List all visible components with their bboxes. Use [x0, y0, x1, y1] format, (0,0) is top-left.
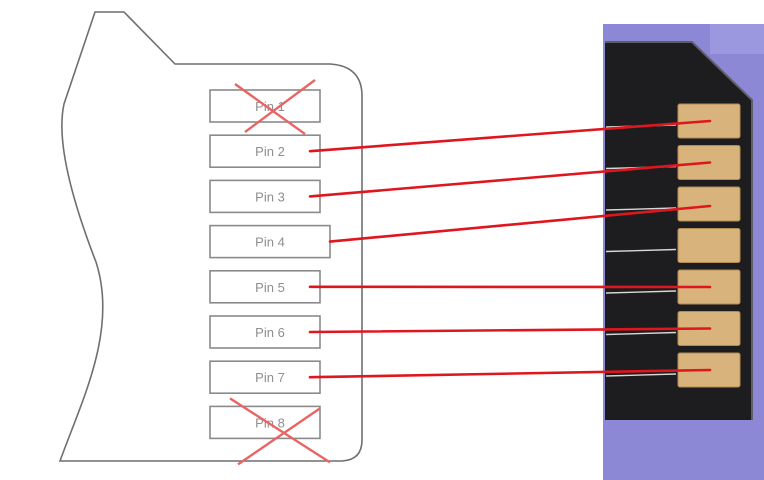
pin-2-box: Pin 2 [209, 134, 321, 168]
card-bevel [605, 41, 753, 420]
card-contact [677, 186, 741, 222]
pin-8-box: Pin 8 [209, 405, 321, 440]
cross-stroke [237, 407, 321, 466]
card-groove [605, 207, 677, 211]
wire-pin-7 [308, 368, 712, 379]
card-groove [605, 373, 677, 377]
card-groove [605, 290, 677, 294]
pin-label: Pin 7 [255, 370, 285, 385]
wire-pin-4 [328, 204, 712, 243]
pin-4-box: Pin 4 [209, 224, 331, 259]
pin-6-box: Pin 6 [209, 315, 321, 349]
pin-3-box: Pin 3 [209, 179, 321, 214]
pin-7-box: Pin 7 [209, 360, 321, 395]
pin-box-frame [209, 134, 321, 168]
cross-stroke [229, 397, 331, 464]
pin-5-box: Pin 5 [209, 269, 321, 304]
pin-label: Pin 5 [255, 280, 285, 295]
wire-pin-2 [308, 119, 712, 153]
card-groove [605, 331, 677, 336]
pin-label: Pin 3 [255, 189, 285, 204]
cross-stroke [234, 83, 306, 135]
pin-box-frame [209, 315, 321, 349]
pin-box-frame [209, 269, 321, 304]
card-frame-top-tab [710, 24, 764, 54]
wire-pin-3 [308, 161, 712, 198]
wire-pin-6 [308, 327, 712, 334]
card-groove [605, 248, 677, 253]
card-photo [603, 24, 764, 480]
pin-8-cross [229, 397, 331, 466]
pin-1-cross [234, 79, 316, 135]
pin-label: Pin 2 [255, 144, 285, 159]
cross-stroke [244, 79, 316, 133]
pin-box-frame [209, 405, 321, 440]
pin-box-frame [209, 360, 321, 395]
card-contact [677, 228, 741, 263]
pin-label: Pin 4 [255, 235, 285, 250]
pin-label: Pin 6 [255, 325, 285, 340]
pin-box-frame [209, 179, 321, 214]
pin-box-frame [209, 224, 331, 259]
